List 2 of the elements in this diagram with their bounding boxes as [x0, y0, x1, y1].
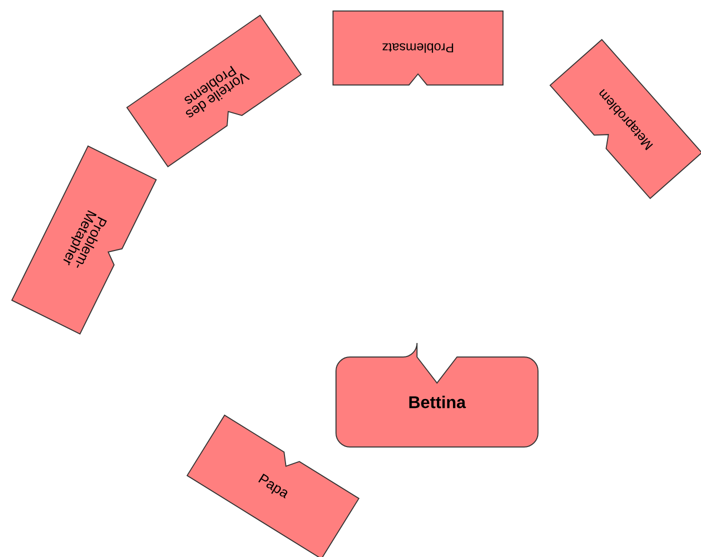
topic-box: Problemsatz [332, 10, 504, 86]
name-box: Bettina [336, 342, 538, 448]
